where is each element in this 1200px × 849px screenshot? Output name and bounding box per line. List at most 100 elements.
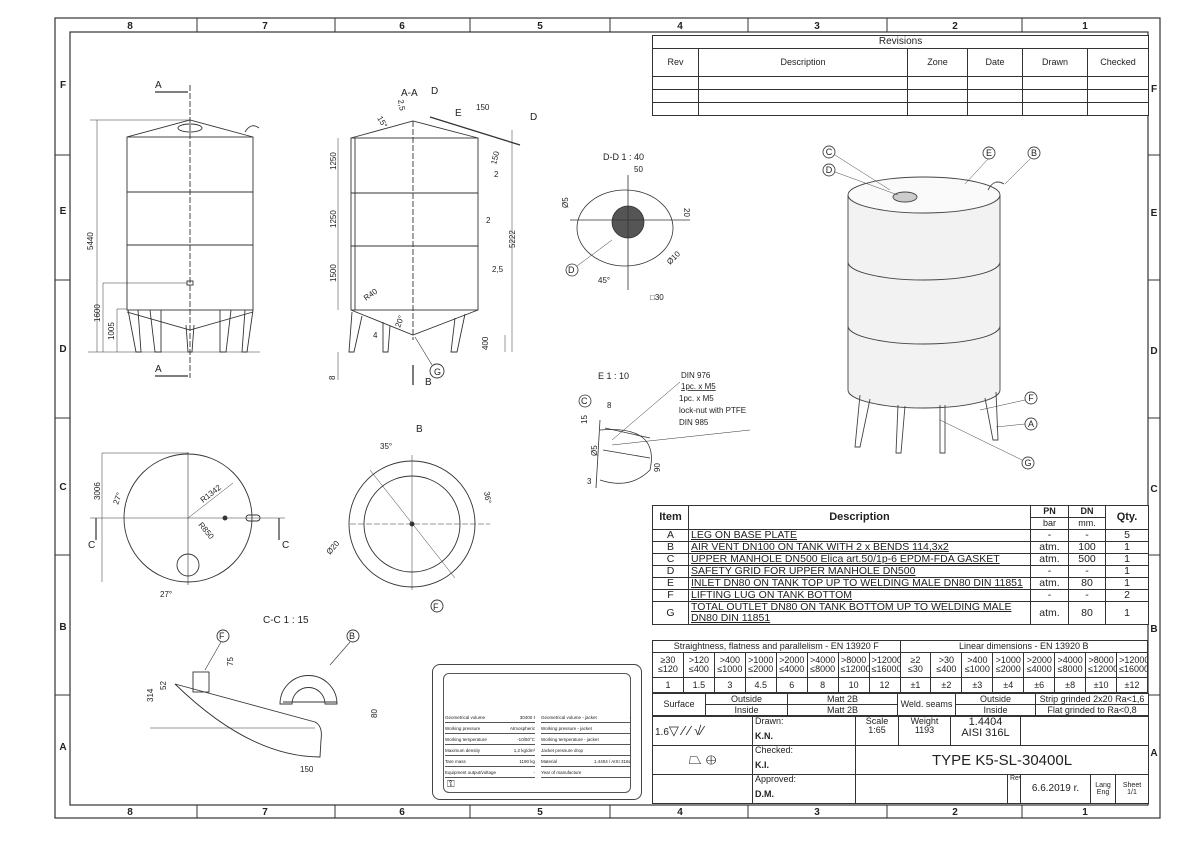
straightness-tolerance: 4.5 [744, 677, 777, 693]
part-pn: atm. [1030, 601, 1069, 625]
nameplate-label: Equipment output/voltage [445, 770, 497, 775]
range-min: >8000 [1088, 655, 1114, 665]
scale-value: 1:65 [868, 725, 886, 735]
section-mark-d: D [530, 112, 537, 123]
rev-label: Rev [1006, 774, 1022, 804]
range-max: ≤4000 [1026, 664, 1052, 674]
straightness-range: >120≤400 [682, 652, 715, 678]
part-item: D [652, 565, 689, 578]
section-mark-a: A [155, 80, 162, 91]
note-text: DIN 985 [679, 418, 709, 427]
dim-label: Ø10 [665, 249, 682, 266]
part-qty: 1 [1105, 577, 1149, 590]
part-qty: 5 [1105, 529, 1149, 542]
grid-col-label: 3 [814, 21, 820, 32]
checked-label: Checked: [755, 745, 794, 755]
part-dn: 100 [1068, 541, 1106, 554]
nameplate-value: 30400 ℓ [519, 715, 535, 720]
linear-range: >30≤400 [930, 652, 963, 678]
top-view-labels: 3006 27° R1342 R850 27° C C [88, 482, 289, 599]
nameplate-label: Jacket pressure drop [541, 748, 584, 753]
dim-label: □30 [650, 293, 664, 302]
straightness-title: Straightness, flatness and parallelism -… [652, 640, 901, 653]
range-max: ≤1000 [964, 664, 990, 674]
dim-label: 27° [111, 491, 124, 505]
nameplate-label: Geometrical volume - jacket [541, 715, 597, 720]
dim-label: 52 [159, 681, 168, 690]
callout-f: F [433, 602, 439, 612]
view-title: D-D 1 : 40 [603, 152, 644, 162]
part-description: SAFETY GRID FOR UPPER MANHOLE DN500 [688, 565, 1031, 578]
approved-by: D.M. [755, 789, 774, 799]
nameplate-label: Year of manufacture [541, 770, 582, 775]
part-qty: 2 [1105, 589, 1149, 602]
note-text: 1pc. x M5 [681, 382, 716, 391]
part-dn: - [1068, 529, 1106, 542]
range-max: ≤2000 [748, 664, 774, 674]
part-dn: 80 [1068, 577, 1106, 590]
grid-col-label: 5 [537, 21, 543, 32]
sheet-value: 1/1 [1127, 789, 1137, 796]
dim-label: 2 [494, 170, 499, 179]
part-description: LEG ON BASE PLATE [688, 529, 1031, 542]
grid-row-label: B [59, 622, 66, 633]
roughness-symbol-icon: ▽ ∕ ∕ √∕ [668, 723, 704, 738]
dim-label: 20 [682, 208, 691, 217]
part-item: G [652, 601, 689, 625]
range-min: >2000 [779, 655, 805, 665]
rev-header: Rev [652, 48, 699, 77]
nameplate-field: Working temperature-10/50°C [445, 735, 535, 745]
callout-f: F [1028, 393, 1034, 403]
range-min: >120 [688, 655, 710, 665]
grid-row-label: C [1150, 484, 1157, 495]
range-max: ≤12000 [840, 664, 870, 674]
callout-f: F [219, 631, 225, 641]
note-text: lock-nut with PTFE [679, 406, 746, 415]
weld-outside-label: Outside [955, 693, 1036, 705]
range-min: >2000 [1026, 655, 1052, 665]
weight-value: 1193 [914, 725, 935, 735]
straightness-tolerance: 8 [806, 677, 839, 693]
part-description: TOTAL OUTLET DN80 ON TANK BOTTOM UP TO W… [688, 601, 1031, 625]
part-description: UPPER MANHOLE DN500 Elica art.50/1p-6 EP… [688, 553, 1031, 566]
part-dn: - [1068, 589, 1106, 602]
grid-row-labels: F E D C B A F E D C B A [59, 80, 1157, 759]
grid-col-label: 3 [814, 807, 820, 818]
grid-row-label: A [1150, 748, 1157, 759]
range-max: ≤16000 [1119, 664, 1148, 674]
dim-label: Ø5 [590, 445, 599, 456]
nameplate-value: 1,2 kg/dm³ [513, 748, 535, 753]
grid-row-label: F [1151, 84, 1157, 95]
linear-title: Linear dimensions - EN 13920 B [899, 640, 1148, 653]
nameplate-field: Year of manufacture [541, 768, 631, 778]
straightness-range: >8000≤12000 [837, 652, 870, 678]
drawing-type-title: TYPE K5-SL-30400L [854, 745, 1150, 775]
dim-label: Ø20 [325, 538, 342, 556]
nameplate-field: Equipment output/voltage- [445, 768, 535, 778]
part-qty: 1 [1105, 601, 1149, 625]
linear-tolerance: ±1 [899, 677, 932, 693]
straightness-tolerance: 12 [868, 677, 901, 693]
weld-inside-value: Flat grinded to Ra<0,8 [1035, 704, 1149, 716]
range-max: ≤12000 [1088, 664, 1117, 674]
drawing-frame [54, 17, 1161, 819]
revisions-title: Revisions [651, 35, 1150, 49]
linear-tolerance: ±2 [930, 677, 963, 693]
nameplate-label: Working temperature - jacket [541, 737, 599, 742]
part-pn: - [1030, 529, 1069, 542]
grid-col-label: 8 [127, 807, 133, 818]
section-mark-c: C [88, 540, 95, 551]
checked-header: Checked [1086, 48, 1150, 77]
dim-label: 35° [380, 442, 392, 451]
dim-label: 15 [580, 415, 589, 424]
isometric-callouts: C D E B F A G [826, 147, 1037, 468]
view-title: E 1 : 10 [598, 371, 629, 381]
surface-inside-label: Inside [705, 704, 788, 716]
